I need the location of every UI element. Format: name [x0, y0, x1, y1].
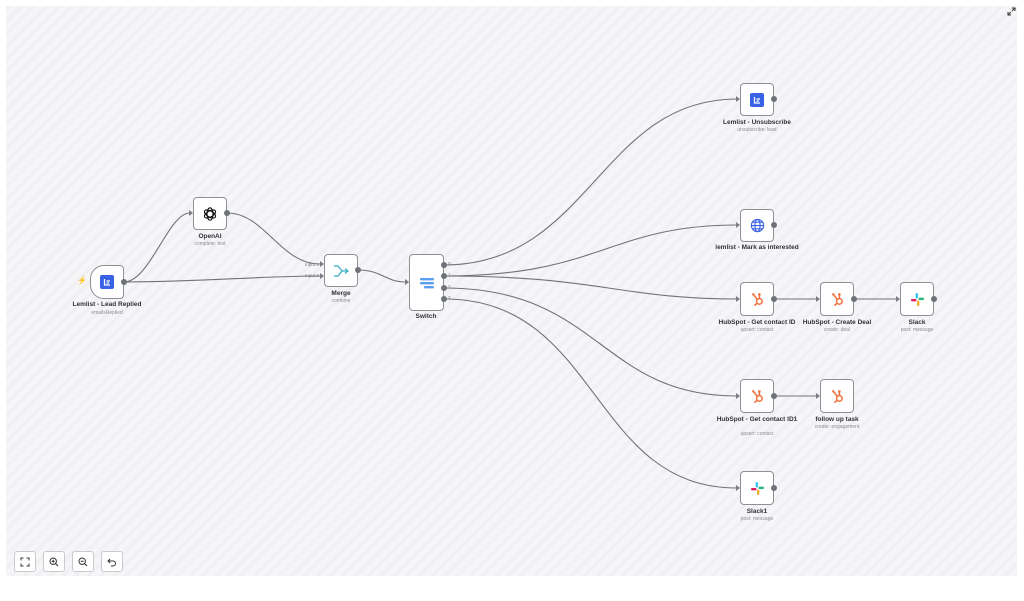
globe-icon — [750, 218, 764, 233]
output-pin[interactable] — [771, 96, 777, 102]
input-pin[interactable] — [405, 279, 409, 285]
node-subtitle: unsubscribe: lead — [737, 127, 777, 133]
zoom-out-icon — [78, 556, 88, 566]
lemlist-icon — [100, 275, 114, 289]
output-pin[interactable] — [851, 296, 857, 302]
node-subtitle: complete: text — [194, 241, 226, 247]
node-label: Switch — [415, 313, 437, 320]
node-hubspot-get-contact-1[interactable] — [740, 379, 774, 413]
node-merge[interactable] — [324, 254, 358, 287]
switch-icon — [419, 277, 434, 288]
node-label: HubSpot - Get contact ID — [718, 319, 796, 326]
reset-zoom-icon — [107, 558, 116, 566]
node-lemlist-unsubscribe[interactable] — [740, 83, 774, 116]
input-pin[interactable] — [816, 393, 820, 399]
input-pin[interactable] — [736, 296, 740, 302]
hubspot-icon — [831, 292, 843, 306]
output-pin-2[interactable] — [441, 285, 447, 291]
zoom-out-button[interactable] — [72, 551, 94, 572]
node-label: HubSpot - Get contact ID1 — [716, 416, 798, 423]
node-lemlist-mark-interested[interactable] — [740, 209, 774, 242]
node-label: OpenAI — [198, 233, 222, 240]
node-label: Merge — [331, 290, 351, 297]
fullscreen-toggle[interactable] — [1006, 6, 1017, 17]
input-pin[interactable] — [189, 210, 193, 216]
node-subtitle: combine — [331, 298, 351, 304]
switch-output-1-label: 1 — [448, 272, 451, 277]
switch-output-2-label: 2 — [448, 284, 451, 289]
node-lemlist-lead-replied[interactable] — [90, 265, 124, 299]
node-slack1[interactable] — [740, 471, 774, 505]
node-subtitle: upsert: contact — [740, 327, 774, 333]
node-subtitle: create: deal — [823, 327, 851, 333]
node-subtitle: create: engagement — [814, 424, 860, 430]
input-pin[interactable] — [736, 222, 740, 228]
input-pin[interactable] — [736, 96, 740, 102]
node-hubspot-get-contact[interactable] — [740, 282, 774, 316]
merge-icon — [334, 264, 349, 277]
zoom-in-button[interactable] — [43, 551, 65, 572]
fit-view-icon — [20, 557, 30, 566]
expand-icon — [1007, 7, 1016, 16]
output-pin[interactable] — [355, 267, 361, 273]
slack-icon — [750, 481, 764, 495]
output-pin[interactable] — [771, 296, 777, 302]
hubspot-icon — [751, 389, 763, 403]
node-switch[interactable] — [409, 254, 444, 311]
output-pin-0[interactable] — [441, 262, 447, 268]
lemlist-icon — [750, 92, 764, 107]
node-subtitle: post: message — [740, 516, 774, 522]
reset-zoom-button[interactable] — [101, 551, 123, 572]
input-pin[interactable] — [816, 296, 820, 302]
node-subtitle: post: message — [900, 327, 934, 333]
node-subtitle: upsert: contact — [740, 431, 774, 437]
output-pin[interactable] — [771, 485, 777, 491]
node-label: follow up task — [815, 416, 859, 423]
output-pin[interactable] — [224, 210, 230, 216]
output-pin-3[interactable] — [441, 296, 447, 302]
input-pin[interactable] — [320, 261, 324, 267]
switch-output-0-label: 0 — [448, 261, 451, 266]
node-subtitle: emailsReplied — [91, 310, 123, 316]
node-hubspot-create-deal[interactable] — [820, 282, 854, 316]
output-pin[interactable] — [771, 393, 777, 399]
node-openai[interactable] — [193, 197, 227, 230]
output-pin[interactable] — [121, 279, 127, 285]
node-label: Slack1 — [746, 508, 768, 515]
merge-input-1-label: Input 1 — [305, 262, 319, 267]
input-pin[interactable] — [736, 393, 740, 399]
input-pin[interactable] — [320, 273, 324, 279]
node-follow-up-task[interactable] — [820, 379, 854, 413]
node-label: lemlist - Mark as interested — [715, 244, 799, 251]
openai-icon — [203, 206, 217, 221]
node-label: Lemlist - Lead Replied — [72, 301, 142, 308]
input-pin[interactable] — [736, 485, 740, 491]
node-label: HubSpot - Create Deal — [802, 319, 872, 326]
zoom-in-icon — [49, 556, 59, 566]
switch-output-3-label: 3 — [448, 295, 451, 300]
workflow-canvas[interactable] — [6, 6, 1017, 576]
output-pin[interactable] — [771, 222, 777, 228]
node-slack[interactable] — [900, 282, 934, 316]
input-pin[interactable] — [896, 296, 900, 302]
trigger-bolt-icon: ⚡ — [77, 276, 87, 285]
fit-view-button[interactable] — [14, 551, 36, 572]
merge-input-2-label: Input 2 — [305, 273, 319, 278]
output-pin[interactable] — [931, 296, 937, 302]
hubspot-icon — [751, 292, 763, 306]
hubspot-icon — [831, 389, 843, 403]
node-label: Lemlist - Unsubscribe — [723, 119, 791, 126]
slack-icon — [910, 292, 924, 306]
node-label: Slack — [908, 319, 926, 326]
output-pin-1[interactable] — [441, 273, 447, 279]
